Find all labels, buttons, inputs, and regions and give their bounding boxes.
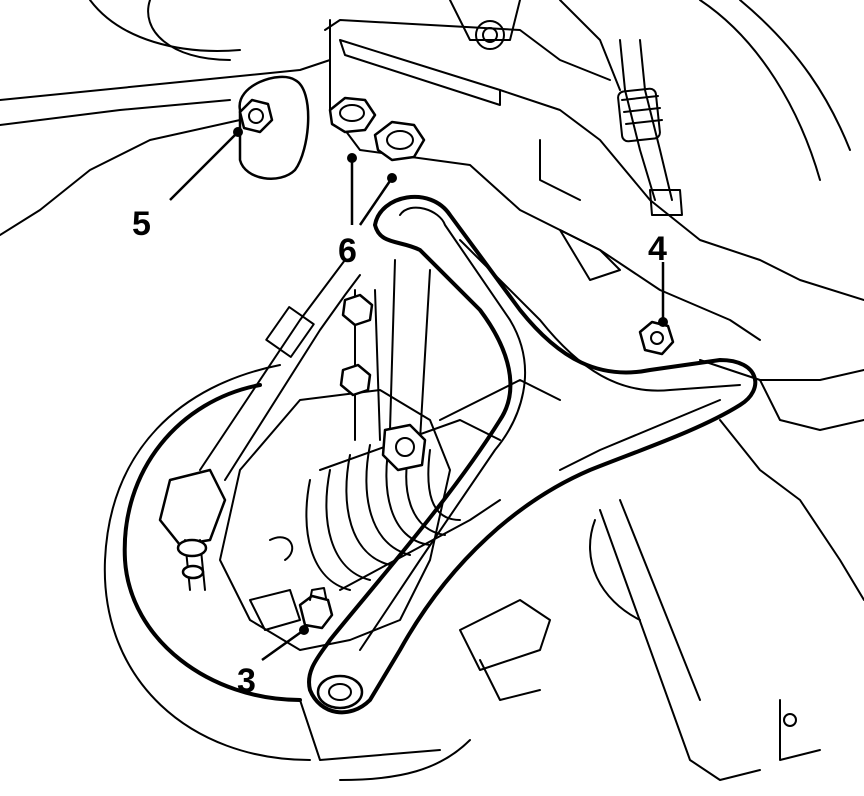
brake-rotor bbox=[103, 364, 471, 781]
leader-5-dot bbox=[233, 127, 243, 137]
leader-4-dot bbox=[658, 317, 668, 327]
bolt-5 bbox=[238, 75, 310, 180]
bolt-4 bbox=[638, 320, 675, 356]
leader-lines bbox=[169, 127, 668, 662]
upper-control-arm bbox=[307, 195, 758, 715]
leader-3-dot bbox=[299, 625, 309, 635]
callout-label-5: 5 bbox=[132, 205, 151, 243]
leader-6-right-dot bbox=[387, 173, 397, 183]
strut-rods bbox=[339, 259, 431, 472]
callout-label-6: 6 bbox=[338, 232, 357, 270]
leader-5 bbox=[169, 131, 239, 201]
leader-3 bbox=[261, 628, 305, 662]
drive-shaft-boot bbox=[305, 379, 561, 591]
callout-label-3: 3 bbox=[237, 662, 256, 700]
brake-line bbox=[617, 39, 683, 216]
vehicle-frame-outline bbox=[0, 0, 864, 761]
leader-6-left-dot bbox=[347, 153, 357, 163]
lower-bracket bbox=[459, 499, 761, 781]
leader-6-right bbox=[358, 177, 394, 226]
bolt-6-pair bbox=[328, 96, 426, 162]
tie-rod bbox=[158, 259, 361, 591]
callout-label-4: 4 bbox=[648, 230, 667, 268]
bolt-3 bbox=[298, 587, 334, 630]
